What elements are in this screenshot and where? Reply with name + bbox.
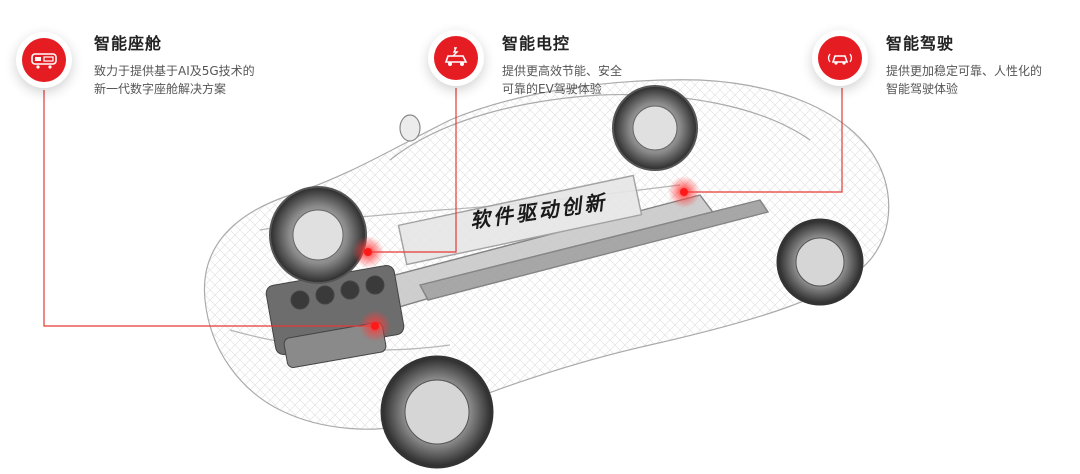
feature-desc-ev-control-line2: 可靠的EV驾驶体验: [502, 82, 602, 96]
feature-desc-cockpit-line2: 新一代数字座舱解决方案: [94, 82, 227, 96]
connector-lines: [43, 88, 843, 327]
hotspots: [352, 176, 700, 342]
side-mirror: [399, 114, 421, 142]
feature-desc-cockpit-line1: 致力于提供基于AI及5G技术的: [94, 64, 255, 78]
feature-title-autonomous-driving: 智能驾驶: [886, 34, 955, 53]
ev-car-icon: [444, 47, 468, 66]
feature-desc-ev-control-line1: 提供更高效节能、安全: [502, 64, 623, 78]
autonomous-driving-feature-badge[interactable]: [812, 30, 868, 86]
feature-title-ev-control: 智能电控: [502, 34, 571, 53]
wheels: [269, 85, 864, 469]
feature-desc-autonomous-driving-line1: 提供更加稳定可靠、人性化的: [886, 64, 1043, 78]
cockpit-icon: [31, 53, 57, 69]
feature-desc-autonomous-driving-line2: 智能驾驶体验: [886, 82, 959, 96]
chassis: [298, 174, 770, 331]
cockpit-feature-badge[interactable]: [16, 32, 72, 88]
ev-control-feature-badge[interactable]: [428, 30, 484, 86]
feature-title-cockpit: 智能座舱: [94, 34, 163, 53]
radar-car-icon: [827, 53, 853, 65]
